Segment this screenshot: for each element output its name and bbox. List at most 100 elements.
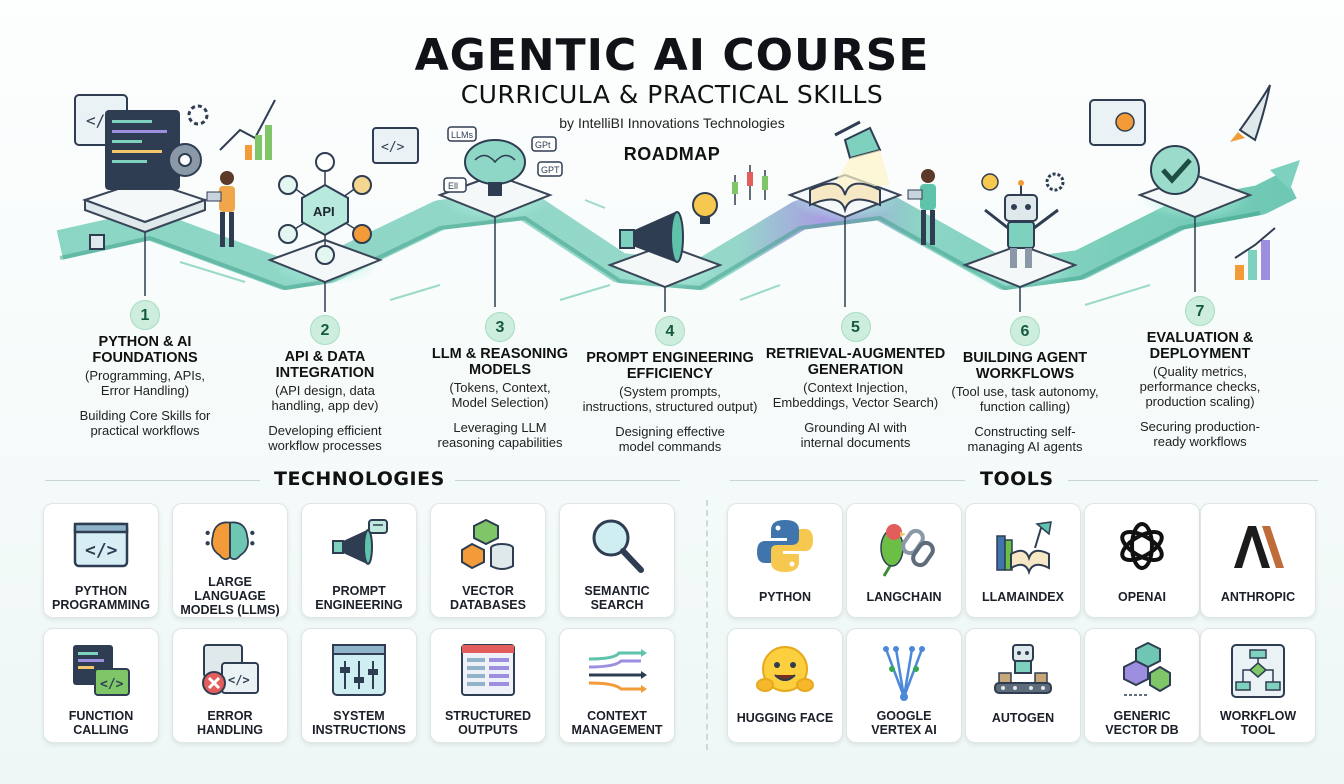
step-title: PROMPT ENGINEERING EFFICIENCY xyxy=(586,350,754,382)
roadmap-step-3: 3 LLM & REASONING MODELS (Tokens, Contex… xyxy=(415,312,585,450)
code-editor-icon: </> xyxy=(73,645,130,696)
roadmap-illustration: </> API xyxy=(56,84,1300,312)
tech-card-context-management[interactable]: CONTEXT MANAGEMENT xyxy=(559,628,675,743)
divider-line xyxy=(1068,480,1318,481)
tech-card-system-instructions[interactable]: SYSTEM INSTRUCTIONS xyxy=(301,628,417,743)
tech-card-prompt-engineering[interactable]: PROMPT ENGINEERING xyxy=(301,503,417,618)
tool-card-google-vertex-ai[interactable]: GOOGLE VERTEX AI xyxy=(846,628,962,743)
tech-card-structured-outputs[interactable]: STRUCTURED OUTPUTS xyxy=(430,628,546,743)
step-title: LLM & REASONING MODELS xyxy=(431,346,569,378)
card-label: GOOGLE VERTEX AI xyxy=(871,709,937,737)
technologies-heading: TECHNOLOGIES xyxy=(274,468,445,490)
tech-card-vector-databases[interactable]: VECTOR DATABASES xyxy=(430,503,546,618)
divider-line xyxy=(45,480,260,481)
tool-card-python[interactable]: PYTHON xyxy=(727,503,843,618)
section-divider xyxy=(706,500,708,750)
check-badge-icon xyxy=(1150,145,1200,195)
tool-card-workflow-tool[interactable]: WORKFLOW TOOL xyxy=(1200,628,1316,743)
megaphone-icon xyxy=(619,211,684,263)
flow-arrows-icon xyxy=(588,649,647,693)
card-label: LARGE LANGUAGE MODELS (LLMS) xyxy=(180,575,280,617)
step-description: Leveraging LLM reasoning capabilities xyxy=(437,420,563,450)
tool-card-anthropic[interactable]: ANTHROPIC xyxy=(1200,503,1316,618)
step-title: EVALUATION & DEPLOYMENT xyxy=(1146,330,1254,362)
svg-text:API: API xyxy=(313,204,335,219)
step-subtitle: (Programming, APIs, Error Handling) xyxy=(85,368,205,398)
step-subtitle: (Tool use, task autonomy, function calli… xyxy=(951,384,1099,414)
flow-arrows xyxy=(179,199,1151,306)
step-subtitle: (Tokens, Context, Model Selection) xyxy=(449,380,551,410)
cube-stack-icon xyxy=(1123,641,1171,696)
anthropic-logo-icon xyxy=(1234,526,1284,568)
tool-card-llamaindex[interactable]: LLAMAINDEX xyxy=(965,503,1081,618)
person-with-laptop-icon xyxy=(206,171,235,247)
bar-chart-icon xyxy=(1234,227,1276,280)
step-subtitle: (Quality metrics, performance checks, pr… xyxy=(1139,364,1261,409)
step-subtitle: (Context Injection, Embeddings, Vector S… xyxy=(772,380,939,410)
card-label: SEMANTIC SEARCH xyxy=(584,584,650,612)
step-number: 4 xyxy=(655,316,685,346)
card-label: LANGCHAIN xyxy=(866,590,942,604)
card-label: SYSTEM INSTRUCTIONS xyxy=(312,709,406,737)
roadmap-step-6: 6 BUILDING AGENT WORKFLOWS (Tool use, ta… xyxy=(940,316,1110,454)
tech-card-llms[interactable]: LARGE LANGUAGE MODELS (LLMS) xyxy=(172,503,288,618)
brain-icon xyxy=(205,521,255,561)
page-title: AGENTIC AI COURSE xyxy=(414,30,930,81)
roadmap-end-arrow xyxy=(1270,160,1300,190)
tool-card-openai[interactable]: OPENAI xyxy=(1084,503,1200,618)
brain-chip-icon: LLMs GPt GPT Ell xyxy=(443,126,563,196)
svg-text:LLMs: LLMs xyxy=(451,130,474,140)
svg-text:</>: </> xyxy=(100,677,124,692)
book-lamp-icon xyxy=(996,521,1052,576)
step-description: Building Core Skills for practical workf… xyxy=(79,408,211,438)
python-logo-icon xyxy=(757,520,813,572)
platform-6 xyxy=(962,243,1078,290)
code-panel-icon: </> xyxy=(372,127,419,164)
tool-card-generic-vector-db[interactable]: GENERIC VECTOR DB xyxy=(1084,628,1200,743)
step-number: 1 xyxy=(130,300,160,330)
bulb-and-gear-icon xyxy=(981,172,1065,192)
tech-card-python-programming[interactable]: </> PYTHON PROGRAMMING xyxy=(43,503,159,618)
database-cubes-icon xyxy=(461,518,514,570)
step-title: RETRIEVAL-AUGMENTED GENERATION xyxy=(765,346,946,378)
rocket-icon xyxy=(1230,84,1271,142)
card-label: PYTHON PROGRAMMING xyxy=(52,584,150,612)
card-label: LLAMAINDEX xyxy=(982,590,1064,604)
tool-card-autogen[interactable]: AUTOGEN xyxy=(965,628,1081,743)
divider-line xyxy=(730,480,965,481)
step-description: Securing production- ready workflows xyxy=(1140,419,1260,449)
step-title: PYTHON & AI FOUNDATIONS xyxy=(92,334,198,366)
svg-text:</>: </> xyxy=(228,673,250,687)
page-subtitle: CURRICULA & PRACTICAL SKILLS xyxy=(460,80,884,109)
step-subtitle: (System prompts, instructions, structure… xyxy=(582,384,758,414)
flowchart-icon xyxy=(1231,644,1285,698)
vertex-network-icon xyxy=(883,646,925,701)
tech-card-semantic-search[interactable]: SEMANTIC SEARCH xyxy=(559,503,675,618)
card-label: ANTHROPIC xyxy=(1220,590,1296,604)
step-number: 7 xyxy=(1185,296,1215,326)
robot-conveyor-icon xyxy=(994,644,1052,694)
openai-knot-icon xyxy=(1120,522,1164,570)
tech-card-error-handling[interactable]: </> ERROR HANDLING xyxy=(172,628,288,743)
settings-window-icon xyxy=(1089,99,1146,146)
platform-4 xyxy=(607,243,723,290)
tools-heading: TOOLS xyxy=(980,468,1054,490)
svg-text:</>: </> xyxy=(381,140,405,155)
tool-card-langchain[interactable]: LANGCHAIN xyxy=(846,503,962,618)
gear-icon xyxy=(168,104,209,177)
step-title: BUILDING AGENT WORKFLOWS xyxy=(962,350,1088,382)
tool-card-hugging-face[interactable]: HUGGING FACE xyxy=(727,628,843,743)
code-window-icon: </> xyxy=(73,522,129,568)
card-label: AUTOGEN xyxy=(991,711,1055,725)
step-connectors xyxy=(144,217,1196,312)
card-label: STRUCTURED OUTPUTS xyxy=(444,709,532,737)
magnifier-icon xyxy=(592,519,644,573)
desk-lamp-icon xyxy=(830,120,890,190)
tech-card-function-calling[interactable]: </> FUNCTION CALLING xyxy=(43,628,159,743)
card-label: VECTOR DATABASES xyxy=(450,584,526,612)
candlestick-chart-icon xyxy=(732,165,768,205)
megaphone-icon xyxy=(332,519,388,565)
divider-line xyxy=(455,480,680,481)
byline: by IntelliBI Innovations Technologies xyxy=(559,115,785,131)
step-description: Designing effective model commands xyxy=(615,424,725,454)
